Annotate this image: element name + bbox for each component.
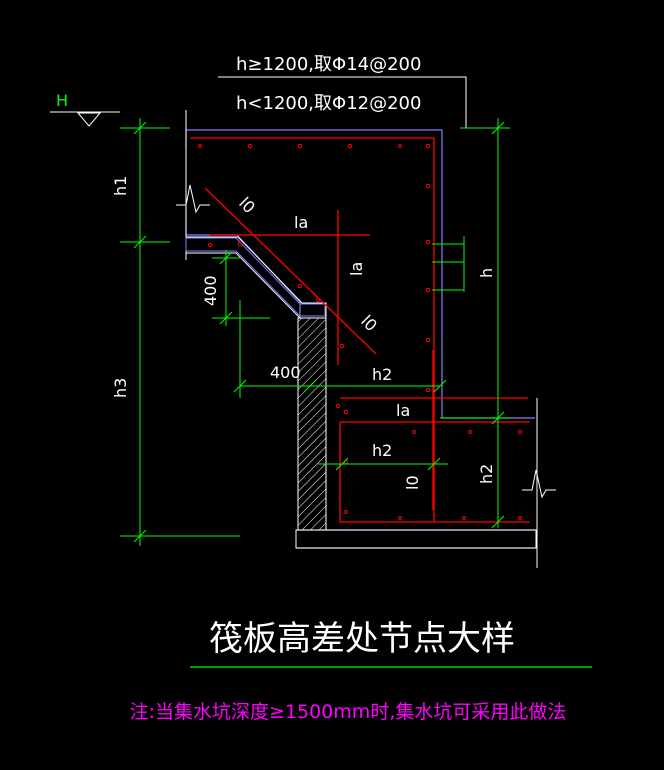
dimension-lines xyxy=(120,118,510,546)
rebar-dot xyxy=(343,409,349,415)
rebar-dot xyxy=(517,429,523,435)
rebar-notes: h≥1200,取Φ14@200 h<1200,取Φ12@200 xyxy=(218,54,467,128)
dim-label-h2-right: h2 xyxy=(477,464,496,484)
rebar-dot xyxy=(343,509,349,515)
anchor-label-l0-lower: l0 xyxy=(357,311,381,335)
rebar-dot xyxy=(237,241,243,247)
rebar-dot xyxy=(425,143,431,149)
rebar-dot xyxy=(247,143,253,149)
dim-label-400-vertical: 400 xyxy=(201,275,220,306)
rebar-dot xyxy=(467,429,473,435)
anchor-label-la-upper: la xyxy=(294,213,308,232)
note-rebar-small: h<1200,取Φ12@200 xyxy=(236,93,421,114)
rebar-dot xyxy=(335,403,341,409)
rebar-dot xyxy=(339,343,345,349)
anchor-label-l0-upper: l0 xyxy=(235,193,259,217)
rebar-dot xyxy=(425,337,431,343)
elevation-label: H xyxy=(56,91,68,110)
hatched-wall xyxy=(297,317,327,531)
dim-label-h3: h3 xyxy=(111,378,130,398)
break-lines xyxy=(176,110,556,568)
rebar-dot xyxy=(207,242,213,248)
bottom-blinding xyxy=(295,529,537,549)
dim-label-h1: h1 xyxy=(111,176,130,196)
elevation-marker: H xyxy=(50,91,120,127)
drawing-title: 筏板高差处节点大样 xyxy=(209,619,515,659)
anchor-label-la-vertical: la xyxy=(347,262,366,276)
dim-label-h2-middle: h2 xyxy=(372,365,392,384)
rebar-dot xyxy=(315,297,321,303)
rebar-dot xyxy=(411,429,417,435)
rebar-dot xyxy=(425,183,431,189)
title-block: 筏板高差处节点大样 注:当集水坑深度≥1500mm时,集水坑可采用此做法 xyxy=(130,619,592,723)
rebar-dot xyxy=(461,515,467,521)
rebar-dot xyxy=(197,143,203,149)
rebar-dot xyxy=(425,239,431,245)
rebar-dot xyxy=(425,287,431,293)
rebar xyxy=(190,137,530,523)
rebar-dot xyxy=(517,515,523,521)
rebar-dot xyxy=(297,283,303,289)
dim-label-400-horizontal: 400 xyxy=(270,363,301,382)
rebar-dot xyxy=(347,143,353,149)
rebar-dot xyxy=(425,387,431,393)
footnote: 注:当集水坑深度≥1500mm时,集水坑可采用此做法 xyxy=(130,701,567,723)
anchor-label-la-lower: la xyxy=(396,401,410,420)
rebar-dot xyxy=(397,515,403,521)
rebar-dot xyxy=(397,143,403,149)
dimension-labels: h1 h3 h h2 400 400 h2 h2 l0 la la l0 la … xyxy=(111,176,496,490)
dim-label-h: h xyxy=(477,268,496,278)
anchor-label-l0-vertical: l0 xyxy=(403,475,422,490)
rebar-dots xyxy=(197,143,523,521)
note-rebar-large: h≥1200,取Φ14@200 xyxy=(236,54,421,75)
dim-label-h2-lower: h2 xyxy=(372,441,392,460)
rebar-dot xyxy=(297,143,303,149)
